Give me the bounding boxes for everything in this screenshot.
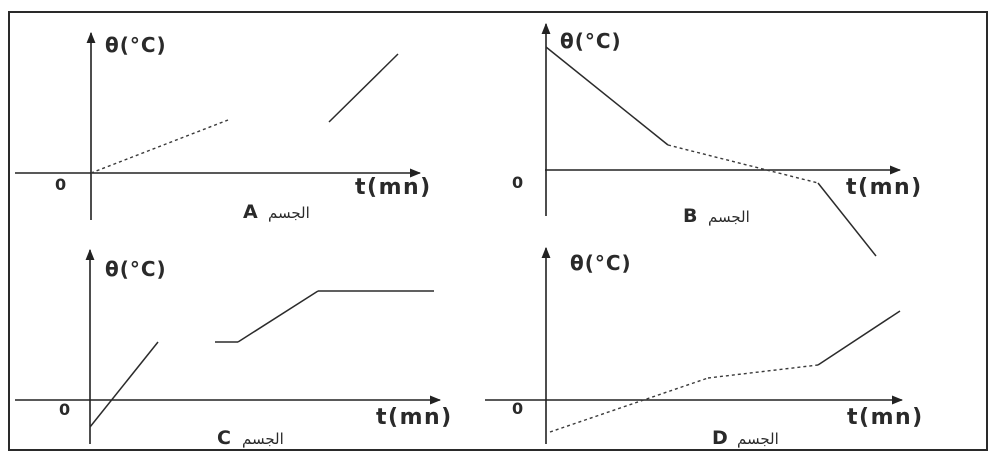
panel-c-segment-3 [237, 290, 319, 343]
panel-c-caption-letter: C [217, 427, 231, 449]
panel-c-caption-word: الجسم [242, 430, 284, 448]
panel-c: θ(°C) t(mn) 0 C الجسم [15, 248, 453, 449]
panel-d-origin-label: 0 [512, 399, 523, 418]
panel-d-segment-1 [549, 377, 709, 433]
panel-d-caption-word: الجسم [737, 430, 779, 448]
panel-c-origin-label: 0 [59, 400, 70, 419]
panel-d-segment-3 [817, 310, 901, 366]
panel-c-segment-1 [89, 341, 159, 428]
panel-a: θ(°C) t(mn) 0 A الجسم [15, 31, 432, 223]
panel-b-segment-1 [545, 46, 669, 146]
panel-a-y-label: θ(°C) [105, 33, 167, 57]
panel-d-segment-2 [707, 364, 819, 379]
panel-d-x-label: t(mn) [847, 405, 924, 430]
outer-frame [8, 11, 988, 451]
panel-a-origin-label: 0 [55, 175, 66, 194]
panel-a-caption-letter: A [243, 201, 258, 223]
panel-a-caption-word: الجسم [268, 204, 310, 222]
panel-b-segment-3 [817, 182, 877, 257]
panel-b-x-label: t(mn) [846, 175, 923, 200]
panel-b-segment-2 [667, 144, 819, 184]
panel-b-caption-word: الجسم [708, 208, 750, 226]
panel-d-caption-letter: D [712, 427, 728, 449]
panel-b-y-label: θ(°C) [560, 29, 622, 53]
panel-c-y-label: θ(°C) [105, 257, 167, 281]
panel-d: θ(°C) t(mn) 0 D الجسم [485, 246, 924, 449]
panel-a-segment-2 [328, 53, 399, 123]
panel-b-caption-letter: B [683, 205, 697, 227]
panel-b: θ(°C) t(mn) 0 B الجسم [512, 22, 923, 257]
panel-a-x-label: t(mn) [355, 175, 432, 200]
panel-d-y-label: θ(°C) [570, 251, 632, 275]
panel-b-origin-label: 0 [512, 173, 523, 192]
panel-a-segment-1 [90, 119, 229, 174]
panel-c-x-label: t(mn) [376, 405, 453, 430]
